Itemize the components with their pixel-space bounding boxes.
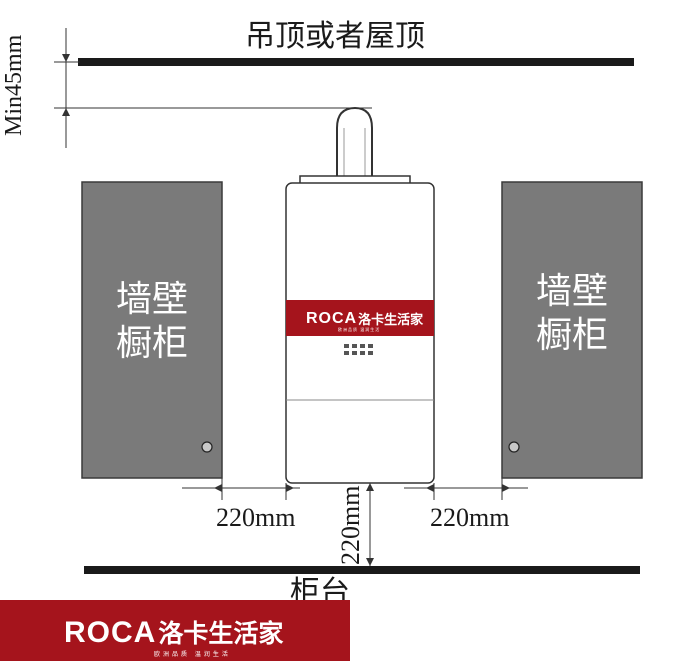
left-gap-label: 220mm (216, 503, 296, 532)
heater-control-buttons (344, 344, 373, 355)
ceiling-label: 吊顶或者屋顶 (245, 19, 425, 54)
heater-brand-band (286, 300, 434, 336)
bottom-gap-arrow-bottom (366, 558, 374, 566)
left-cabinet-label-line2: 橱柜 (115, 323, 188, 364)
footer-brand-latin: ROCA (64, 616, 157, 649)
heater-button (360, 344, 365, 348)
footer-brand: ROCA 洛卡生活家 (64, 614, 283, 650)
min-clearance-label: Min45mm (1, 34, 27, 136)
footer-brand-banner: ROCA 洛卡生活家 欧洲品质 温润生活 (0, 600, 350, 661)
footer-tagline: 欧洲品质 温润生活 (154, 651, 231, 658)
ceiling-bar (78, 58, 634, 66)
left-cabinet-label-line1: 墙壁 (115, 279, 188, 320)
right-cabinet-label: 墙壁 橱柜 (502, 270, 642, 358)
right-gap-arrow-left (426, 484, 434, 492)
left-gap-arrow-left (214, 484, 222, 492)
bottom-gap-label: 220mm (336, 485, 365, 565)
left-cabinet-knob (201, 441, 213, 453)
left-gap-arrow-right (286, 484, 294, 492)
right-cabinet (501, 181, 643, 479)
countertop-bar (84, 566, 640, 574)
heater-brand-tagline: 欧洲品质 温润生活 (338, 327, 381, 332)
heater-button (344, 351, 349, 355)
right-gap-label: 220mm (430, 503, 510, 532)
right-cabinet-label-line2: 橱柜 (535, 315, 608, 356)
min-dim-arrow-top (62, 54, 70, 62)
left-cabinet-label: 墙壁 橱柜 (82, 278, 222, 366)
right-gap-arrow-right (502, 484, 510, 492)
left-cabinet (81, 181, 223, 479)
heater-button (368, 351, 373, 355)
bottom-gap-arrow-top (366, 483, 374, 491)
right-cabinet-label-line1: 墙壁 (535, 271, 608, 312)
heater-button (368, 344, 373, 348)
heater-button (344, 344, 349, 348)
heater-brand-latin: ROCA (306, 310, 358, 327)
heater-brand-cn: 洛卡生活家 (358, 313, 424, 328)
right-cabinet-knob (508, 441, 520, 453)
heater-button (352, 344, 357, 348)
footer-brand-cn: 洛卡生活家 (158, 619, 284, 648)
min-dim-arrow-bottom (62, 108, 70, 116)
heater-button (352, 351, 357, 355)
flue-pipe (336, 106, 373, 178)
heater-button (360, 351, 365, 355)
heater-brand: ROCA 洛卡生活家 (306, 309, 423, 328)
